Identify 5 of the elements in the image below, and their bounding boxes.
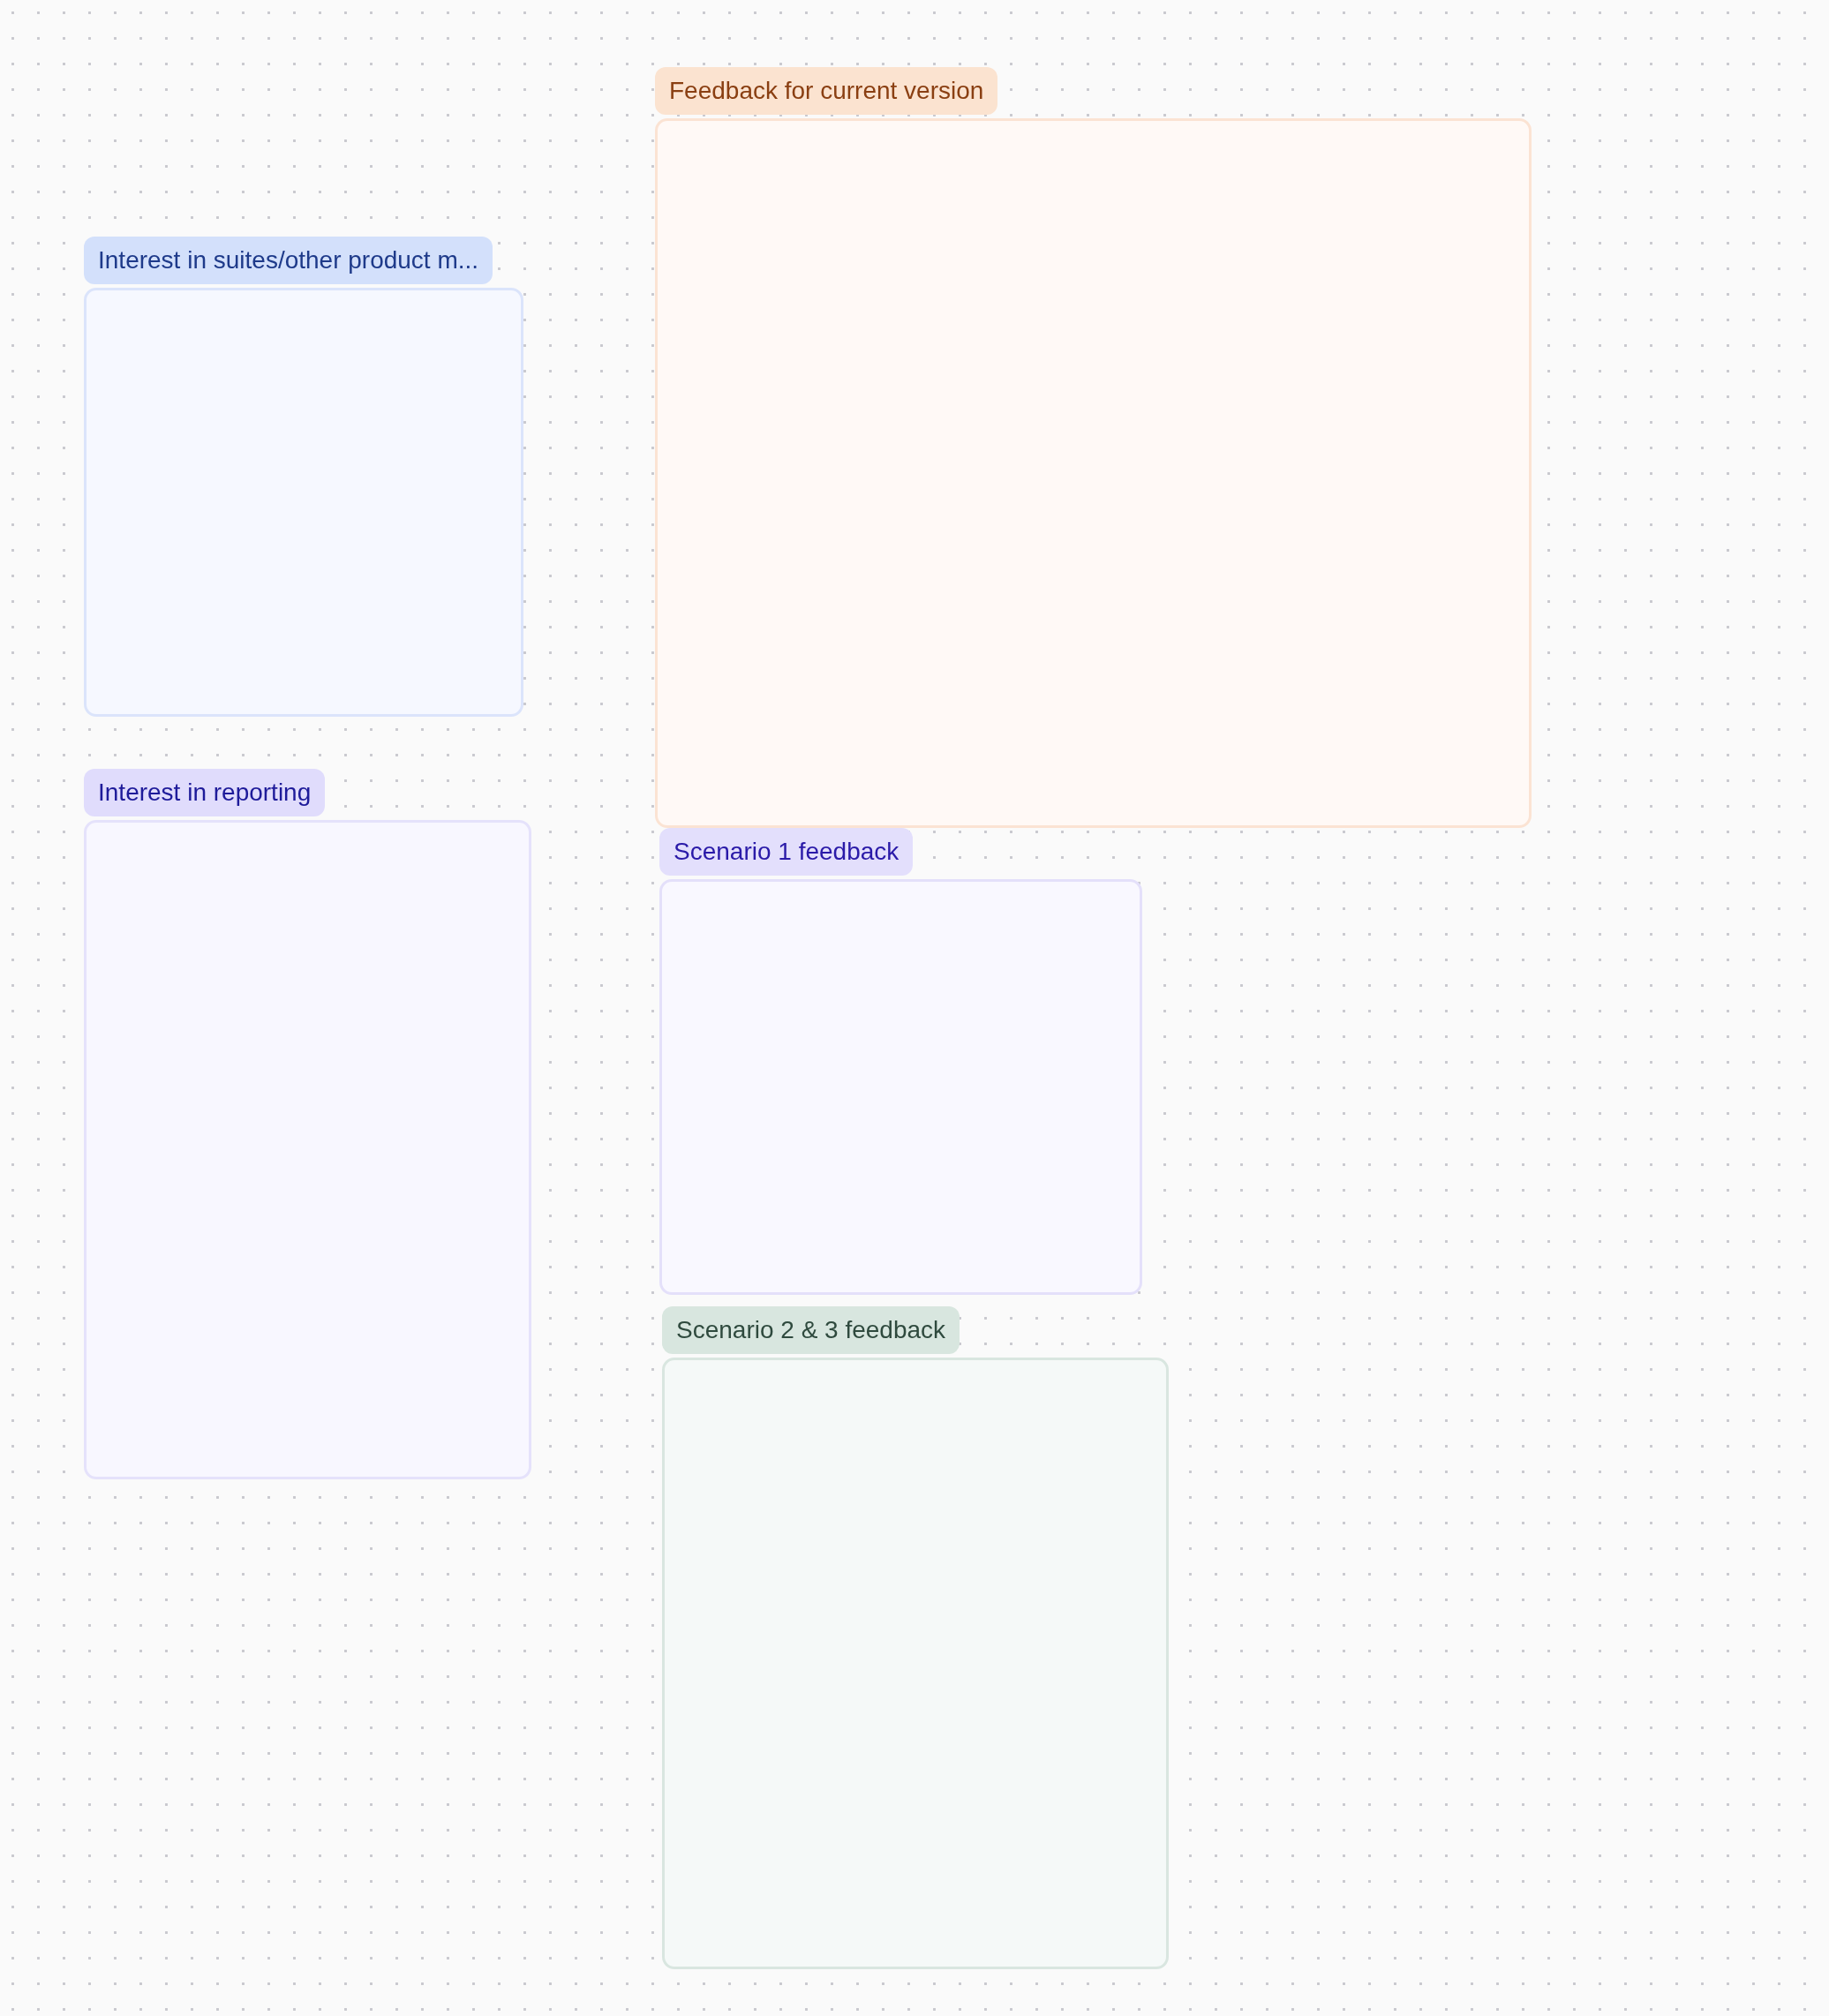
frame-title: Scenario 2 & 3 feedback	[662, 1306, 960, 1354]
frame-title: Feedback for current version	[655, 67, 998, 115]
frame-title: Scenario 1 feedback	[659, 828, 914, 876]
frame-title: Interest in suites/other product m...	[84, 237, 493, 284]
frame-title: Interest in reporting	[84, 769, 326, 816]
